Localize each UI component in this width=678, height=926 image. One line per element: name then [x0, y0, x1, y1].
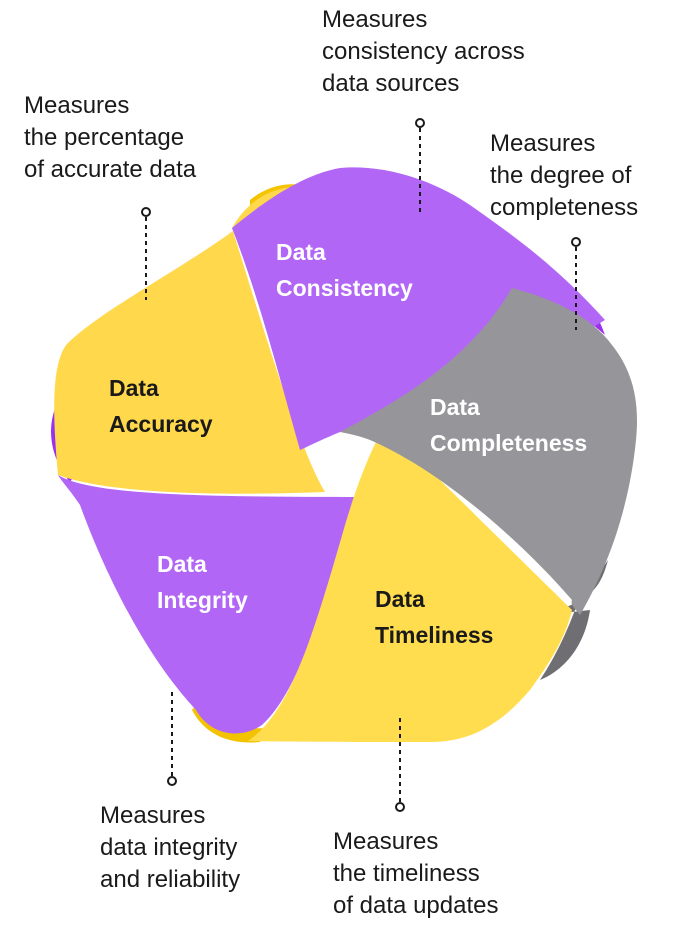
description-integrity: Measures data integrity and reliability — [100, 800, 240, 896]
label-integrity-line1: Data — [157, 551, 207, 577]
description-timeliness-line: the timeliness — [333, 860, 480, 887]
pin-timeliness — [395, 802, 405, 812]
label-integrity: Data Integrity — [157, 551, 248, 613]
description-integrity-line: and reliability — [100, 866, 241, 893]
description-timeliness-line: of data updates — [333, 892, 499, 919]
label-completeness-line1: Data — [430, 394, 480, 420]
segment-accuracy — [54, 186, 326, 494]
segment-integrity — [58, 475, 362, 734]
label-consistency-line1: Data — [276, 239, 326, 265]
description-completeness-line: completeness — [490, 194, 639, 221]
description-accuracy-line: Measures — [24, 92, 130, 119]
pin-integrity — [167, 776, 177, 786]
pin-accuracy — [141, 207, 151, 217]
description-consistency-line: Measures — [322, 6, 428, 33]
description-integrity-line: data integrity — [100, 834, 238, 861]
label-accuracy: Data Accuracy — [109, 375, 213, 437]
segment-completeness — [340, 288, 637, 615]
pin-completeness — [571, 237, 581, 247]
label-integrity-line2: Integrity — [157, 587, 248, 613]
description-completeness-line: the degree of — [490, 162, 632, 189]
description-timeliness-line: Measures — [333, 828, 439, 855]
label-completeness-line2: Completeness — [430, 430, 587, 456]
pin-consistency — [415, 118, 425, 128]
label-accuracy-line2: Accuracy — [109, 411, 213, 437]
description-accuracy: Measures the percentage of accurate data — [24, 90, 196, 186]
description-completeness-line: Measures — [490, 130, 596, 157]
leader-lines — [141, 118, 581, 812]
description-accuracy-line: of accurate data — [24, 156, 197, 183]
label-accuracy-line1: Data — [109, 375, 159, 401]
label-consistency: Data Consistency — [276, 239, 413, 301]
label-consistency-line2: Consistency — [276, 275, 413, 301]
description-integrity-line: Measures — [100, 802, 206, 829]
description-consistency-line: consistency across — [322, 38, 525, 65]
description-completeness: Measures the degree of completeness — [490, 128, 638, 224]
description-timeliness: Measures the timeliness of data updates — [333, 826, 498, 922]
label-completeness: Data Completeness — [430, 394, 587, 456]
segment-timeliness — [248, 426, 572, 742]
description-accuracy-line: the percentage — [24, 124, 185, 151]
label-timeliness: Data Timeliness — [375, 586, 493, 648]
segment-consistency — [232, 167, 605, 451]
label-timeliness-line1: Data — [375, 586, 425, 612]
timeliness-edge-flap — [192, 700, 270, 743]
description-consistency: Measures consistency across data sources — [322, 4, 525, 100]
label-timeliness-line2: Timeliness — [375, 622, 493, 648]
description-consistency-line: data sources — [322, 70, 460, 97]
